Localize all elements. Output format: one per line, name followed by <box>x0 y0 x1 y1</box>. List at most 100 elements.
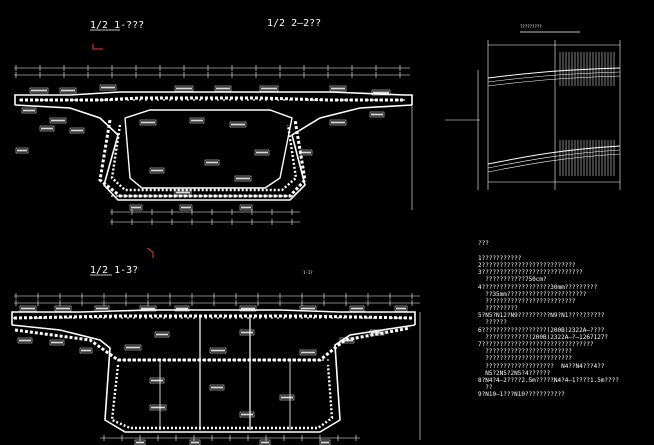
rebar-dot <box>361 99 363 101</box>
rebar-callout-box <box>239 305 257 312</box>
rebar-dot <box>67 317 69 319</box>
rebar-dot <box>199 317 201 319</box>
rebar-callout-box <box>329 119 347 126</box>
rebar-dot <box>355 317 357 319</box>
rebar-dot <box>31 317 33 319</box>
rebar-callout-mark <box>151 169 163 172</box>
rebar-dot <box>79 99 81 101</box>
rebar-dot <box>343 317 345 319</box>
rebar-dot <box>302 359 304 361</box>
rebar-dot <box>169 99 171 101</box>
rebar-dot <box>187 317 189 319</box>
rebar-callout-box <box>49 339 65 346</box>
rebar-dot <box>325 317 327 319</box>
design-notes: ??? 1???????????2???????????????????????… <box>478 226 654 399</box>
rebar-callout-mark <box>241 206 251 209</box>
rebar-dot <box>132 359 134 361</box>
rebar-callout-box <box>19 305 37 312</box>
rebar-dot <box>145 317 147 319</box>
rebar-callout-mark <box>261 441 269 444</box>
rebar-dot <box>229 317 231 319</box>
rebar-dot <box>253 317 255 319</box>
rebar-callout-mark <box>131 206 141 209</box>
rebar-dot <box>137 359 139 361</box>
rebar-dot <box>373 99 375 101</box>
rebar-dot <box>175 317 177 319</box>
rebar-dot <box>231 195 233 197</box>
rebar-dot <box>281 195 283 197</box>
rebar-dot <box>283 99 285 101</box>
rebar-callout-box <box>154 331 170 338</box>
rebar-dot <box>295 317 297 319</box>
side-view-title: ????????? <box>520 24 542 29</box>
rebar-dot <box>319 317 321 319</box>
rebar-callout-box <box>54 305 72 312</box>
rebar-callout-mark <box>156 333 168 336</box>
rebar-dot <box>133 99 135 101</box>
rebar-callout-box <box>129 204 143 211</box>
rebar-callout-mark <box>331 87 345 90</box>
rebar-dot <box>237 359 239 361</box>
rebar-dot <box>157 317 159 319</box>
rebar-dot <box>307 99 309 101</box>
rebar-dot <box>235 317 237 319</box>
rebar-callout-mark <box>71 129 83 132</box>
rebar-dot <box>301 99 303 101</box>
note-line: 6??????????????????(200B)2322A—???? <box>478 326 605 334</box>
rebar-dot <box>115 99 117 101</box>
rebar-callout-box <box>299 349 317 356</box>
rebar-dot <box>313 99 315 101</box>
rebar-dot <box>235 99 237 101</box>
rebar-callout-mark <box>151 406 165 409</box>
rebar-dot <box>55 317 57 319</box>
rebar-callout-mark <box>206 161 218 164</box>
rebar-callout-box <box>149 404 167 411</box>
rebar-dot <box>216 195 218 197</box>
rebar-dot <box>227 359 229 361</box>
rebar-dot <box>252 359 254 361</box>
rebar-dot <box>172 359 174 361</box>
rebar-callout-mark <box>31 89 47 92</box>
note-line: 7??????????????????????????????? <box>478 341 594 349</box>
rebar-dot <box>247 317 249 319</box>
rebar-dot <box>163 317 165 319</box>
rebar-dot <box>295 99 297 101</box>
rebar-dot <box>161 195 163 197</box>
rebar-dot <box>397 317 399 319</box>
rebar-dot <box>91 317 93 319</box>
rebar-dot <box>139 99 141 101</box>
bottom-right-section-title: 1-1? <box>303 270 313 275</box>
rebar-dot <box>49 317 51 319</box>
rebar-dot <box>85 317 87 319</box>
rebar-dot <box>271 99 273 101</box>
rebar-dot <box>157 99 159 101</box>
rebar-callout-mark <box>301 151 311 154</box>
rebar-dot <box>277 99 279 101</box>
rebar-dot <box>127 359 129 361</box>
rebar-callout-mark <box>61 89 75 92</box>
rebar-dot <box>115 317 117 319</box>
rebar-dot <box>201 195 203 197</box>
rebar-dot <box>403 317 405 319</box>
rebar-dot <box>193 317 195 319</box>
rebar-dot <box>217 359 219 361</box>
rebar-callout-box <box>29 87 49 94</box>
rebar-callout-mark <box>23 109 35 112</box>
rebar-callout-box <box>69 127 85 134</box>
tendon-hatch <box>559 52 615 176</box>
rebar-dot <box>241 317 243 319</box>
rebar-dot <box>151 99 153 101</box>
rebar-callout-box <box>139 119 157 126</box>
rebar-callout-box <box>299 305 317 312</box>
rebar-callout-box <box>259 85 279 92</box>
rebar-dot <box>177 359 179 361</box>
rebar-dot <box>267 359 269 361</box>
rebar-callout-mark <box>56 307 70 310</box>
rebar-dot <box>367 317 369 319</box>
rebar-dot <box>253 99 255 101</box>
rebar-callout-box <box>204 159 220 166</box>
rebar-dot <box>206 195 208 197</box>
rebar-dot <box>193 99 195 101</box>
rebar-dot <box>61 317 63 319</box>
note-line: 5?N5?N12?N9?????????N9?N1?????????? <box>478 312 605 320</box>
